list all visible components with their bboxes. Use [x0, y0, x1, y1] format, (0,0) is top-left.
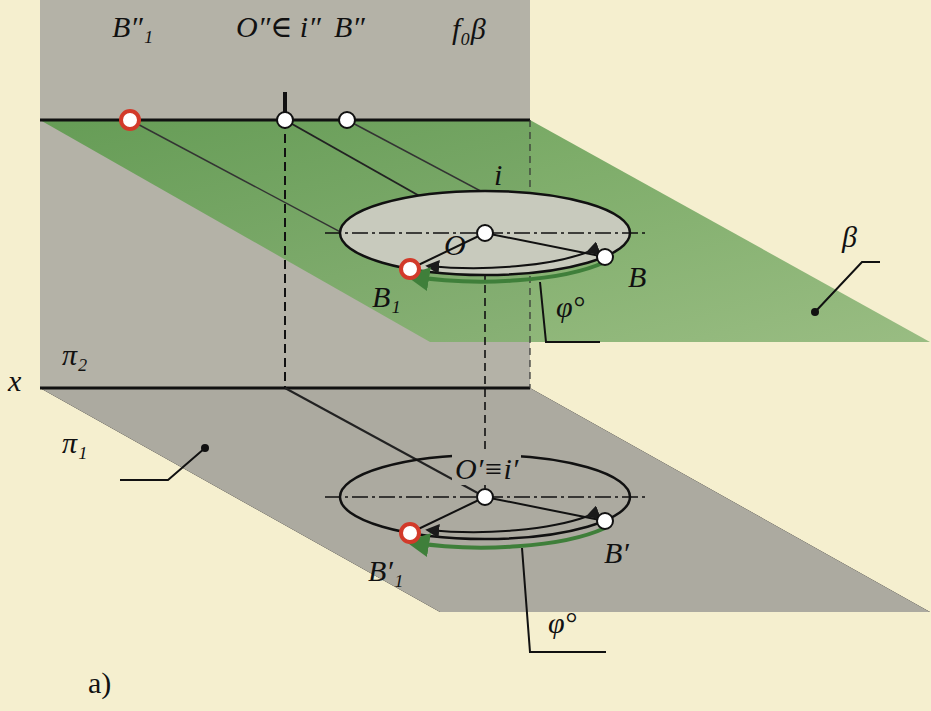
- leader-line: [522, 548, 606, 652]
- point: [477, 225, 493, 241]
- axis-label: O′≡i′: [452, 453, 521, 485]
- point: [597, 513, 613, 529]
- rotated-point: [401, 260, 419, 278]
- plane-label: β: [842, 222, 857, 252]
- figure-label: a): [88, 668, 111, 698]
- axis-label: i: [494, 160, 502, 190]
- trace-label: f₀β: [452, 14, 486, 44]
- point: [339, 112, 355, 128]
- angle-label: φ°: [548, 608, 577, 638]
- point: [277, 112, 293, 128]
- point: [597, 249, 613, 265]
- point-label: B: [628, 262, 646, 292]
- leader-line: [815, 262, 880, 312]
- level-plane: [40, 120, 930, 342]
- point-label: B′: [604, 538, 629, 568]
- point-label: B″: [334, 12, 365, 42]
- angle-label: φ°: [556, 292, 585, 322]
- point-label: O: [444, 230, 466, 260]
- angle-arc: [428, 516, 588, 532]
- point-label: B″₁: [112, 12, 153, 42]
- point: [477, 489, 493, 505]
- plane-label: π₁: [62, 428, 87, 458]
- rotated-point: [121, 111, 139, 129]
- leader-dot: [811, 308, 819, 316]
- plane-label: π₂: [62, 340, 87, 370]
- rotation-arrow: [410, 528, 605, 548]
- rotation-arrow: [410, 262, 605, 282]
- axis-label: x: [8, 366, 21, 396]
- leader-dot: [201, 444, 209, 452]
- projector-line: [284, 120, 286, 388]
- point-label: B′₁: [368, 556, 403, 586]
- radius-line: [410, 497, 485, 533]
- point-label: B₁: [372, 282, 401, 312]
- leader-line: [540, 282, 600, 342]
- rotated-point: [401, 524, 419, 542]
- axis-label: O″∈ i″: [236, 12, 321, 42]
- leader-line: [120, 448, 205, 480]
